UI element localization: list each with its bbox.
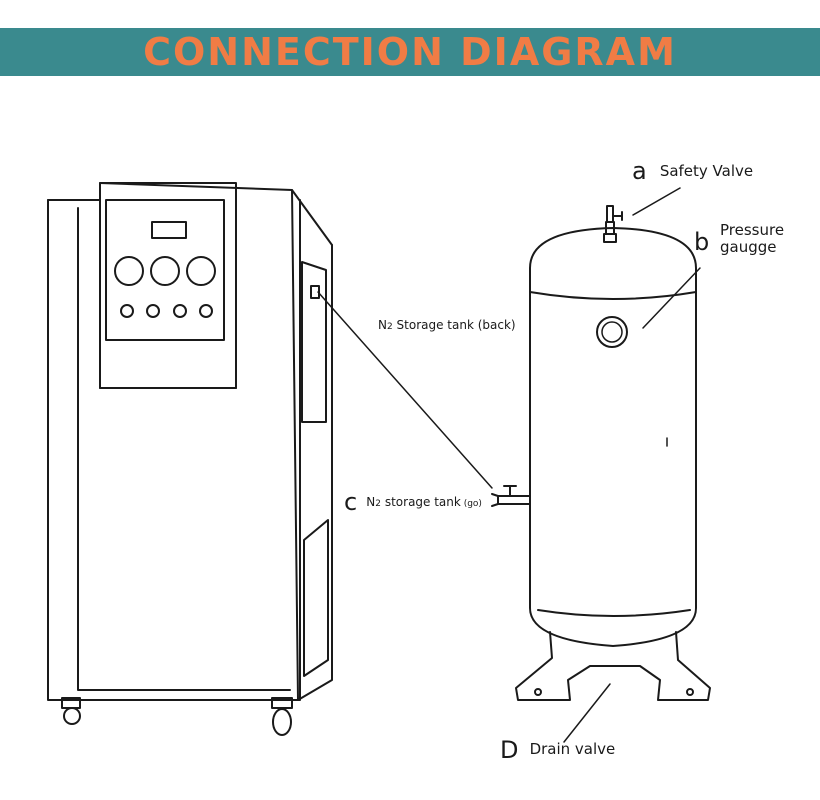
label-letter-c: c xyxy=(344,488,358,516)
safety-valve-icon xyxy=(603,205,623,243)
leader-a xyxy=(632,187,681,216)
connecting-hose xyxy=(317,291,493,489)
gauge-3-icon xyxy=(186,256,216,286)
label-go-sub: 2 xyxy=(375,499,382,509)
label-go-tail: (go) xyxy=(460,499,482,509)
leg-bolt-right-icon xyxy=(686,688,694,696)
label-back-prefix: N xyxy=(378,318,387,332)
knob-4-icon xyxy=(199,304,213,318)
label-pressure-gauge: Pressure gaugge xyxy=(720,222,784,256)
label-text-gaugge: gaugge xyxy=(720,238,777,256)
label-letter-b-wrap: b xyxy=(694,228,709,256)
label-drain-valve: D Drain valve xyxy=(500,736,615,764)
leg-bolt-left-icon xyxy=(534,688,542,696)
label-letter-a: a xyxy=(632,157,647,185)
pressure-gauge-icon xyxy=(596,316,628,348)
label-letter-b: b xyxy=(694,228,710,256)
header-band xyxy=(0,28,820,76)
nitrogen-generator-cabinet xyxy=(47,182,333,736)
knob-3-icon xyxy=(173,304,187,318)
label-go-prefix: N xyxy=(366,495,376,509)
knob-1-icon xyxy=(120,304,134,318)
outlet-valve-icon xyxy=(491,485,531,507)
leader-b xyxy=(642,267,701,329)
label-n2-storage-go: c N2 storage tank (go) xyxy=(344,488,482,516)
gauge-1-icon xyxy=(114,256,144,286)
gauge-2-icon xyxy=(150,256,180,286)
caster-right-icon xyxy=(272,708,292,736)
label-go-rest: storage tank xyxy=(381,495,461,509)
label-text-drain-valve: Drain valve xyxy=(529,740,616,758)
label-text-pressure: Pressure xyxy=(720,221,785,239)
knob-2-icon xyxy=(146,304,160,318)
label-back-sub: 2 xyxy=(386,322,393,332)
label-n2-storage-back: N2 Storage tank (back) xyxy=(378,318,516,332)
page-title: CONNECTION DIAGRAM xyxy=(143,30,677,74)
label-letter-d: D xyxy=(500,736,519,764)
n2-storage-tank xyxy=(491,205,711,701)
caster-left-icon xyxy=(63,707,81,725)
leader-d xyxy=(563,683,611,743)
label-back-rest: Storage tank (back) xyxy=(392,318,516,332)
label-safety-valve: a Safety Valve xyxy=(632,157,753,185)
label-text-safety-valve: Safety Valve xyxy=(659,162,754,180)
